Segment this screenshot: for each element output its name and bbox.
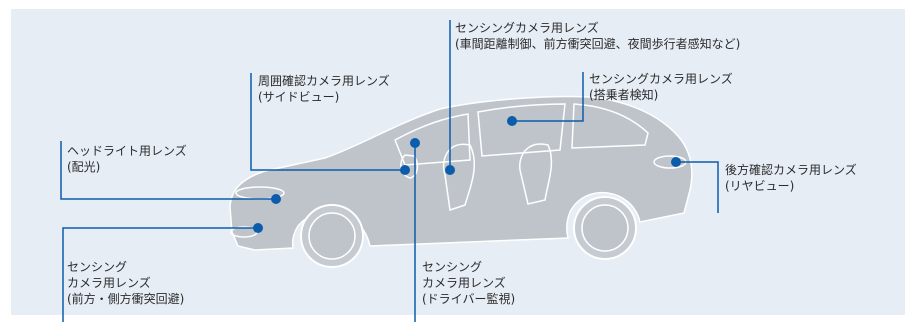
label-sensing-driver-detail: (ドライバー監視) [422, 292, 516, 306]
label-surround-detail: (サイドビュー) [258, 90, 340, 104]
label-sensing-driver-line1: センシング [422, 260, 483, 274]
label-sensing-passenger-title: センシングカメラ用レンズ [589, 72, 733, 86]
label-sensing-front-detail: (前方・側方衝突回避) [67, 292, 185, 306]
label-sensing-top: センシングカメラ用レンズ (車間距離制御、前方衝突回避、夜間歩行者感知など) [455, 20, 740, 52]
label-rear: 後方確認カメラ用レンズ (リヤビュー) [725, 162, 857, 194]
leader-line-headlight [60, 141, 276, 200]
label-surround: 周囲確認カメラ用レンズ (サイドビュー) [258, 73, 390, 105]
marker-surround [400, 165, 410, 175]
label-sensing-front-line1: センシング [67, 260, 128, 274]
label-sensing-driver: センシング カメラ用レンズ (ドライバー監視) [422, 259, 515, 307]
marker-headlight [271, 194, 281, 204]
label-sensing-passenger-detail: (搭乗者検知) [589, 88, 659, 102]
steering-wheel [400, 154, 419, 179]
marker-sensing-front [253, 223, 263, 233]
label-rear-detail: (リヤビュー) [725, 179, 795, 193]
front-seat [442, 143, 476, 211]
leader-line-sensing-front [62, 227, 258, 322]
label-sensing-top-title: センシングカメラ用レンズ [455, 21, 599, 35]
label-sensing-driver-line2: カメラ用レンズ [422, 276, 506, 290]
label-sensing-top-detail: (車間距離制御、前方衝突回避、夜間歩行者感知など) [455, 37, 741, 51]
leader-line-sensing-passenger [512, 72, 584, 122]
leader-line-surround [250, 73, 405, 171]
rear-seat [519, 143, 553, 205]
label-sensing-passenger: センシングカメラ用レンズ (搭乗者検知) [589, 71, 733, 103]
label-headlight-title: ヘッドライト用レンズ [67, 144, 187, 158]
marker-sensing-driver [410, 138, 420, 148]
rear-window [571, 103, 649, 149]
front-wheel [300, 204, 364, 268]
label-headlight-detail: (配光) [67, 160, 101, 174]
label-surround-title: 周囲確認カメラ用レンズ [258, 74, 390, 88]
marker-sensing-passenger [507, 116, 517, 126]
marker-sensing-top [445, 165, 455, 175]
label-rear-title: 後方確認カメラ用レンズ [725, 163, 857, 177]
label-sensing-front: センシング カメラ用レンズ (前方・側方衝突回避) [67, 259, 184, 307]
label-sensing-front-line2: カメラ用レンズ [67, 276, 151, 290]
label-headlight: ヘッドライト用レンズ (配光) [67, 143, 187, 175]
leader-line-rear [676, 161, 719, 213]
rear-wheel [573, 196, 637, 260]
middle-window [477, 103, 566, 157]
marker-rear [671, 157, 681, 167]
